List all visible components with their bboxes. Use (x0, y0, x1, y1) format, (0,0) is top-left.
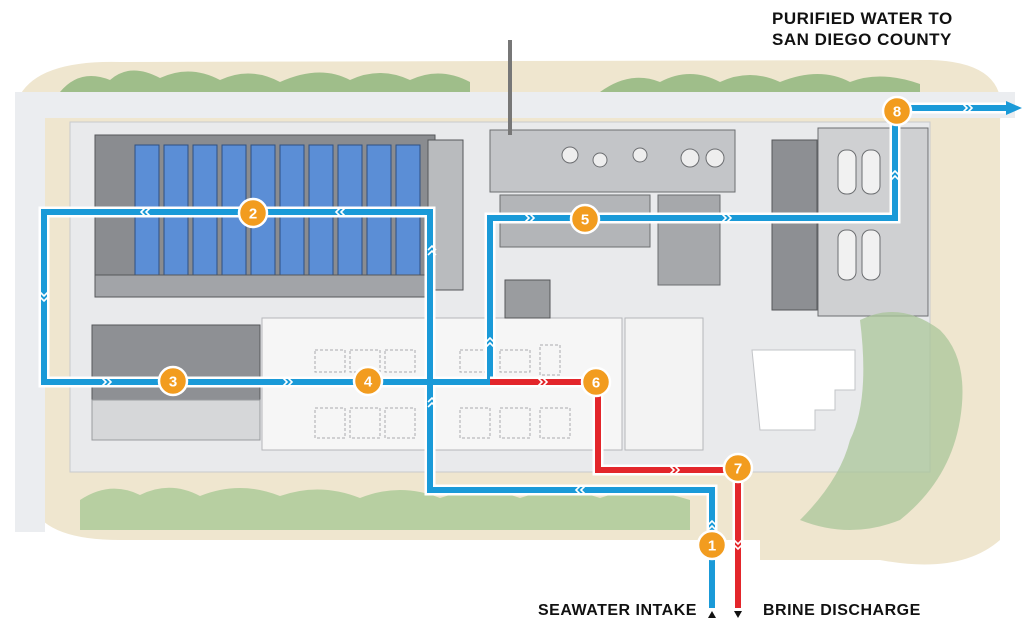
step-number: 8 (893, 104, 901, 121)
flow-chevrons (39, 103, 974, 551)
step-badge-1: 1 (696, 529, 728, 561)
step-number: 5 (581, 212, 589, 229)
step-number: 3 (169, 374, 177, 391)
step-number: 4 (364, 374, 373, 391)
electrical-building (504, 279, 551, 319)
tree-line-top (60, 70, 470, 96)
step-number: 7 (734, 461, 742, 478)
tree-cluster-right (800, 312, 963, 530)
annex-building (624, 317, 704, 451)
purified-water-label-line1: PURIFIED WATER TO (772, 9, 953, 28)
step-badge-8: 8 (881, 95, 913, 127)
perimeter-road (15, 92, 1015, 118)
pump-manifold (91, 399, 261, 441)
step-badge-2: 2 (237, 197, 269, 229)
ro-building-bays (314, 344, 571, 439)
step-badge-7: 7 (722, 452, 754, 484)
step-badge-4: 4 (352, 365, 384, 397)
product-tanks (837, 149, 881, 281)
step-badge-6: 6 (580, 366, 612, 398)
brine-discharge-label: BRINE DISCHARGE (763, 602, 921, 619)
purified-water-label: PURIFIED WATER TO SAN DIEGO COUNTY (772, 8, 992, 50)
tree-line-bottom (80, 487, 690, 530)
seawater-intake-label: SEAWATER INTAKE (538, 602, 697, 619)
parking-lot (751, 349, 856, 431)
product-outlet-arrow (1006, 101, 1022, 115)
step-number: 6 (592, 375, 600, 392)
intake-arrow-icon (708, 611, 716, 618)
step-badge-3: 3 (157, 365, 189, 397)
chemical-tanks (561, 146, 725, 168)
discharge-arrow-icon (734, 611, 742, 618)
step-number: 1 (708, 538, 716, 555)
step-badge-5: 5 (569, 203, 601, 235)
water-flow-line (41, 105, 1008, 608)
purified-water-label-line2: SAN DIEGO COUNTY (772, 30, 952, 49)
step-number: 2 (249, 206, 257, 223)
tank-block (657, 194, 721, 286)
brine-flow-line (490, 379, 741, 608)
filter-pipe-gallery (94, 274, 436, 298)
product-water-block (771, 139, 818, 311)
tree-line-top-right (600, 74, 920, 96)
